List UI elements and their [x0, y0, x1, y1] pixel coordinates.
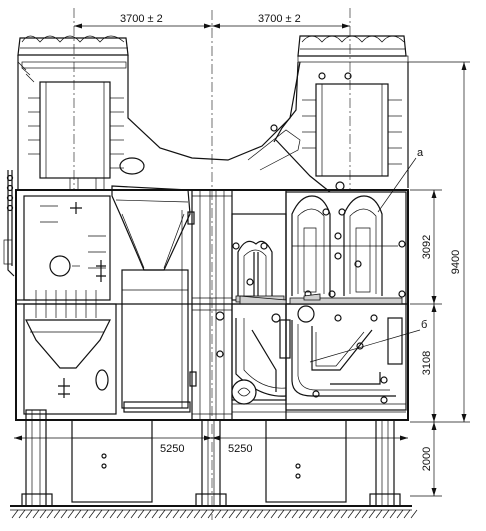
ground-hatch-line [277, 509, 285, 519]
ground-hatch-line [158, 509, 166, 519]
ground-hatch-line [39, 509, 47, 519]
ground-hatch-line [207, 509, 215, 519]
ground-hatch-line [60, 509, 68, 519]
ground-hatch-line [263, 509, 271, 519]
ground-hatch-line [144, 509, 152, 519]
ground-hatch-line [200, 509, 208, 519]
ground-hatch-line [116, 509, 124, 519]
ground-hatch-line [291, 509, 299, 519]
top-dimension-lines [74, 23, 350, 29]
ground-hatch-line [284, 509, 292, 519]
ground-hatch-line [67, 509, 75, 519]
callout-label-b: б [421, 319, 427, 331]
callout-leaders [309, 157, 421, 363]
ground-hatch-line [81, 509, 89, 519]
dimension-lower-tank: 3108 [421, 351, 433, 375]
ground-hatch-line [137, 509, 145, 519]
ground-hatch-line [270, 509, 278, 519]
callout-label-a: а [417, 147, 424, 159]
ground-hatch-line [74, 509, 82, 519]
ground-hatch-line [305, 509, 313, 519]
left-turret-cooler [28, 81, 145, 191]
bottom-dimension-lines [14, 435, 408, 441]
ground-hatch-line [95, 509, 103, 519]
ground-hatch-line [333, 509, 341, 519]
ground-hatch-line [389, 509, 397, 519]
ground-hatch-line [221, 509, 229, 519]
ground-hatch-line [193, 509, 201, 519]
ground-hatch-line [228, 509, 236, 519]
ground-hatch-line [32, 509, 40, 519]
ground-hatch-line [130, 509, 138, 519]
ground-hatch-line [396, 509, 404, 519]
ground-hatch-line [235, 509, 243, 519]
lower-winding-section [215, 303, 407, 413]
dimension-upper-tank: 3092 [421, 235, 433, 259]
ground-hatch-line [123, 509, 131, 519]
ground-hatch-line [256, 509, 264, 519]
ground-hatch-line [46, 509, 54, 519]
right-bushing [297, 35, 409, 63]
left-upper-compartment [23, 185, 195, 301]
dimension-total-height: 9400 [450, 250, 462, 274]
ground-hatch-line [354, 509, 362, 519]
ground-hatch-line [319, 509, 327, 519]
ground-hatch-line [347, 509, 355, 519]
ground-hatch-line [298, 509, 306, 519]
ground-hatch-line [172, 509, 180, 519]
dimension-base-height: 2000 [421, 447, 433, 471]
left-turret [17, 61, 301, 191]
left-bushing [17, 35, 129, 69]
ground-hatch-line [88, 509, 96, 519]
dimension-bottom-left: 5250 [160, 443, 184, 455]
dimension-bottom-right: 5250 [228, 443, 252, 455]
left-lower-compartment [23, 210, 197, 415]
right-turret [247, 61, 409, 193]
ground-hatch-line [165, 509, 173, 519]
ground-hatch-line [326, 509, 334, 519]
center-lines [73, 8, 351, 520]
ground-hatch-line [368, 509, 376, 519]
ground-hatch-line [242, 509, 250, 519]
ground-hatch-line [25, 509, 33, 519]
ground-hatch-line [403, 509, 411, 519]
ground-hatch-line [340, 509, 348, 519]
ground-hatch-line [410, 509, 418, 519]
ground-hatch-line [11, 509, 19, 519]
ground-hatch-line [361, 509, 369, 519]
dimension-top-right: 3700 ± 2 [258, 13, 301, 25]
ground-hatch-line [18, 509, 26, 519]
ground-hatch-line [382, 509, 390, 519]
ground-hatch-line [109, 509, 117, 519]
ground-hatch-line [53, 509, 61, 519]
ground-hatch-line [102, 509, 110, 519]
upper-winding-section [231, 191, 407, 305]
ground-hatching [11, 509, 418, 519]
dimension-top-left: 3700 ± 2 [120, 13, 163, 25]
left-pipework [3, 170, 30, 301]
base-structure [10, 409, 412, 511]
right-dimension-lines [408, 61, 470, 497]
ground-hatch-line [312, 509, 320, 519]
ground-hatch-line [249, 509, 257, 519]
ground-hatch-line [186, 509, 194, 519]
ground-hatch-line [375, 509, 383, 519]
ground-hatch-line [214, 509, 222, 519]
ground-hatch-line [179, 509, 187, 519]
ground-hatch-line [151, 509, 159, 519]
